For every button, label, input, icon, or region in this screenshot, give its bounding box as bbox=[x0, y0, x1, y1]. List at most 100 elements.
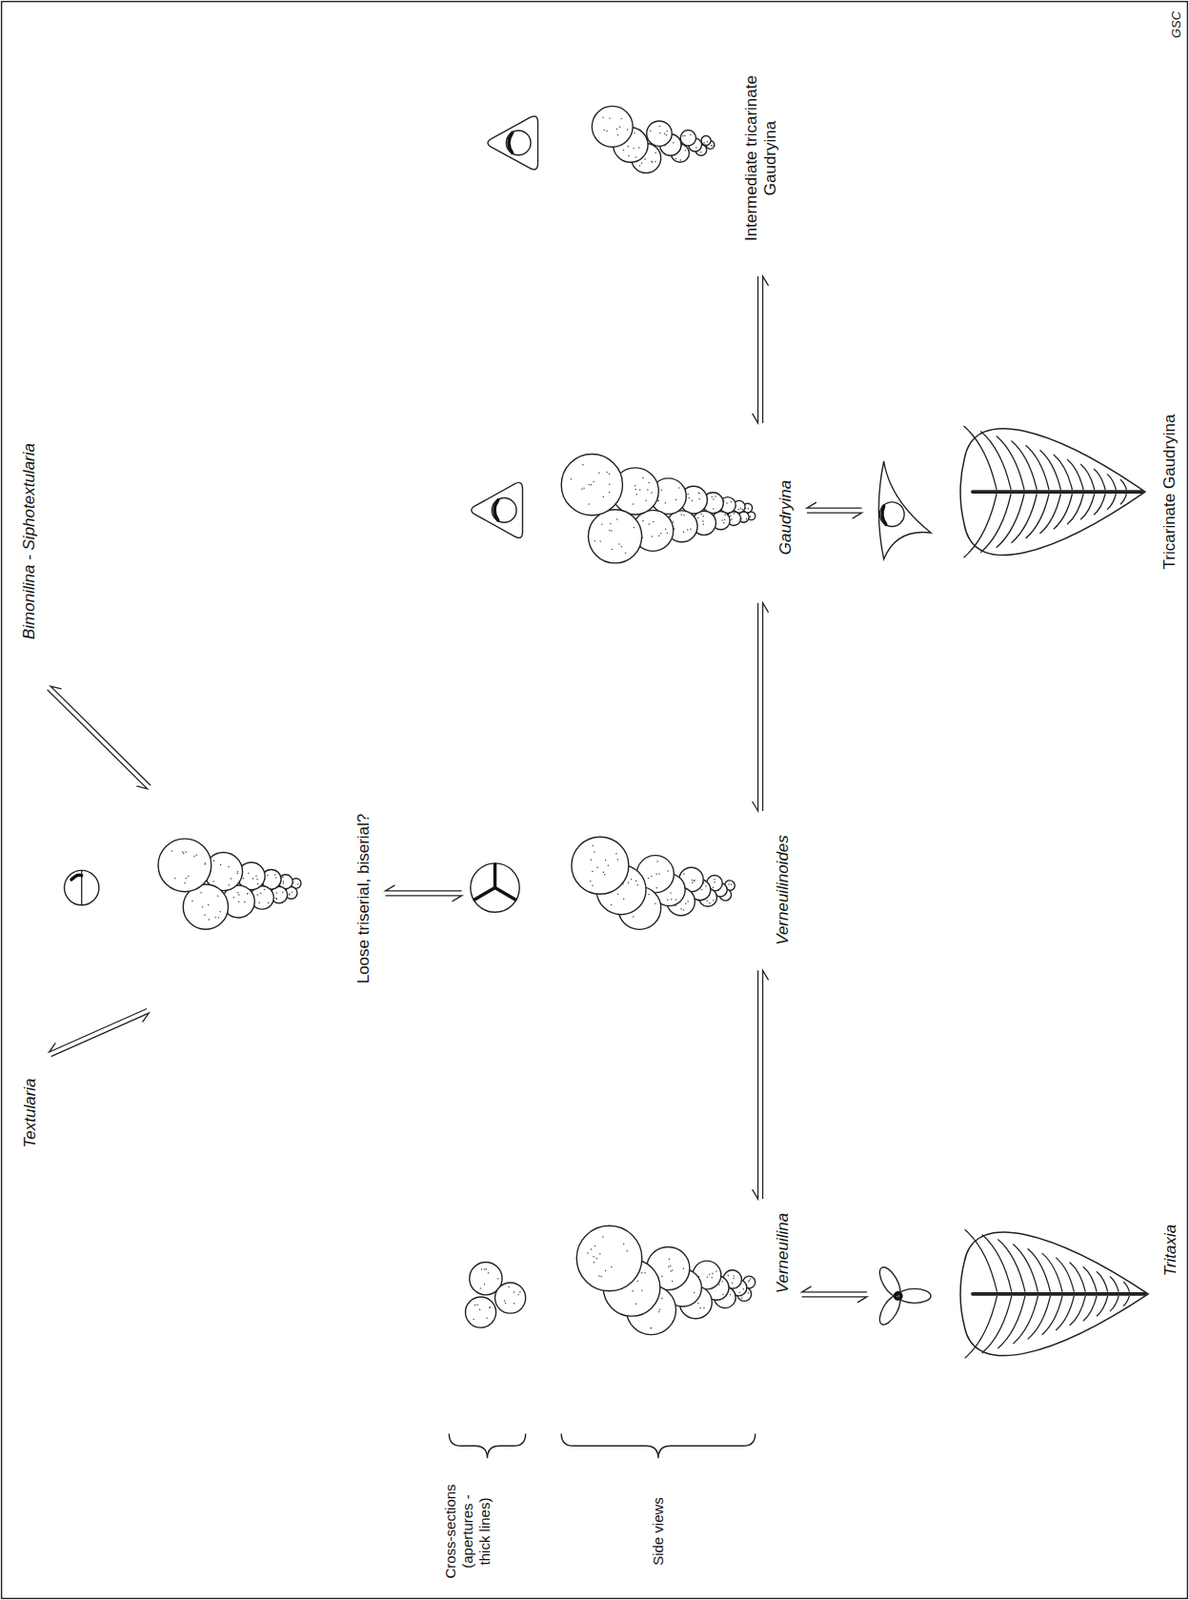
stipple-dot bbox=[702, 520, 704, 522]
stipple-dot bbox=[671, 1280, 673, 1282]
stipple-dot bbox=[742, 508, 744, 510]
stipple-dot bbox=[605, 471, 607, 473]
aperture bbox=[894, 1292, 901, 1299]
stipple-dot bbox=[590, 483, 592, 485]
stipple-dot bbox=[282, 880, 284, 882]
stipple-dot bbox=[275, 897, 277, 899]
stipple-dot bbox=[685, 149, 686, 151]
stipple-dot bbox=[705, 885, 706, 887]
side-view bbox=[561, 454, 756, 564]
stipple-dot bbox=[666, 532, 668, 534]
reversible-arrow bbox=[752, 603, 769, 811]
stipple-dot bbox=[621, 545, 623, 547]
stipple-dot bbox=[659, 125, 661, 127]
stipple-dot bbox=[213, 859, 215, 861]
stipple-dot bbox=[204, 862, 206, 864]
stipple-dot bbox=[644, 500, 646, 502]
stipple-dot bbox=[700, 888, 702, 890]
stipple-dot bbox=[683, 1267, 685, 1269]
stipple-dot bbox=[730, 884, 732, 886]
stipple-dot bbox=[503, 1299, 505, 1301]
aperture bbox=[494, 500, 499, 521]
stipple-dot bbox=[184, 850, 186, 852]
stipple-dot bbox=[655, 872, 657, 874]
stipple-dot bbox=[732, 1274, 734, 1276]
side-view bbox=[576, 1225, 755, 1334]
stipple-dot bbox=[255, 874, 257, 876]
stipple-dot bbox=[691, 499, 693, 501]
stipple-dot bbox=[220, 864, 222, 866]
taxon-group: Intermediate tricarinate Gaudryina bbox=[477, 45, 788, 271]
cross-section-lobe bbox=[875, 1263, 905, 1299]
stipple-dot bbox=[658, 872, 660, 874]
stipple-dot bbox=[617, 134, 619, 136]
stipple-dot bbox=[747, 1280, 749, 1282]
stipple-dot bbox=[691, 882, 693, 884]
annotation-label: GSC bbox=[1168, 11, 1185, 39]
stipple-dot bbox=[658, 1310, 660, 1312]
stipple-dot bbox=[682, 135, 684, 137]
stipple-dot bbox=[228, 884, 230, 886]
stipple-dot bbox=[669, 891, 671, 893]
keel bbox=[972, 1291, 1146, 1296]
stipple-dot bbox=[650, 491, 652, 493]
stipple-dot bbox=[297, 883, 299, 885]
stipple-dot bbox=[246, 892, 248, 894]
stipple-dot bbox=[657, 500, 659, 502]
stipple-dot bbox=[637, 884, 639, 886]
test-outline bbox=[960, 428, 1146, 556]
stipple-dot bbox=[710, 1276, 712, 1278]
stipple-dot bbox=[611, 548, 613, 550]
stipple-dot bbox=[724, 514, 726, 516]
cross-section-lobe bbox=[875, 1291, 905, 1328]
stipple-dot bbox=[632, 915, 634, 917]
stipple-dot bbox=[212, 880, 214, 882]
stipple-dot bbox=[733, 512, 735, 514]
test-outline bbox=[960, 1231, 1149, 1356]
chamber bbox=[561, 454, 623, 516]
stipple-dot bbox=[276, 898, 278, 900]
stipple-dot bbox=[706, 1275, 708, 1277]
stipple-dot bbox=[608, 118, 610, 120]
stipple-dot bbox=[602, 1235, 604, 1237]
stipple-dot bbox=[615, 852, 617, 854]
stipple-dot bbox=[256, 893, 258, 895]
stipple-dot bbox=[650, 1327, 652, 1329]
stipple-dot bbox=[665, 130, 667, 132]
stipple-dot bbox=[745, 518, 747, 520]
stipple-dot bbox=[672, 521, 674, 523]
aperture bbox=[493, 864, 497, 888]
aperture bbox=[882, 505, 887, 524]
stipple-dot bbox=[242, 877, 244, 879]
stipple-dot bbox=[711, 496, 713, 498]
reversible-arrow bbox=[384, 885, 462, 902]
stipple-dot bbox=[623, 1243, 625, 1245]
stipple-dot bbox=[675, 499, 677, 501]
stipple-dot bbox=[641, 161, 643, 163]
reversible-arrow bbox=[752, 276, 769, 424]
stipple-dot bbox=[207, 904, 209, 906]
stipple-dot bbox=[638, 146, 640, 148]
stipple-dot bbox=[237, 891, 239, 893]
stipple-dot bbox=[697, 1302, 699, 1304]
stipple-dot bbox=[633, 526, 635, 528]
stipple-dot bbox=[693, 880, 695, 882]
stipple-dot bbox=[600, 1275, 602, 1277]
stipple-dot bbox=[665, 528, 666, 530]
stipple-dot bbox=[632, 503, 634, 504]
stipple-dot bbox=[718, 1283, 720, 1285]
stipple-dot bbox=[604, 859, 606, 861]
stipple-dot bbox=[749, 1277, 751, 1279]
stipple-dot bbox=[181, 850, 183, 852]
stipple-dot bbox=[711, 144, 713, 146]
stipple-dot bbox=[608, 483, 610, 484]
stipple-dot bbox=[603, 129, 605, 131]
stipple-dot bbox=[200, 891, 202, 893]
stipple-dot bbox=[647, 482, 649, 484]
stipple-dot bbox=[698, 498, 700, 500]
chamber bbox=[646, 120, 672, 146]
stipple-dot bbox=[651, 161, 653, 162]
cross-section bbox=[470, 863, 520, 912]
